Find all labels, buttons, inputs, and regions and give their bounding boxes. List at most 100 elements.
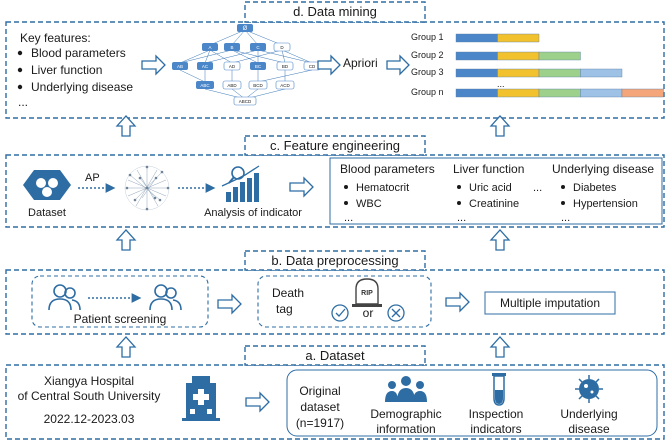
lattice-label: ABCD	[239, 99, 252, 104]
lattice-node	[223, 61, 241, 71]
hospital-building-icon	[182, 376, 220, 421]
lattice-node	[250, 43, 266, 51]
feature-engineering-title-box	[244, 135, 426, 156]
group-bar-segment	[497, 51, 540, 61]
group-bar-segment	[538, 88, 581, 98]
data-preprocessing-title: b. Data preprocessing	[271, 253, 398, 268]
arrow-up-icon	[115, 115, 137, 137]
lattice-label: ABD	[227, 83, 237, 88]
check-circle-icon	[331, 304, 349, 322]
arrow-up-icon	[489, 229, 511, 251]
ap-label: AP	[85, 172, 100, 184]
lattice-label: A	[208, 45, 211, 50]
group-bar-segment	[538, 51, 581, 61]
analysis-label: Analysis of indicator	[204, 207, 302, 219]
group-bar-segment	[538, 68, 581, 78]
category-more: ...	[457, 212, 466, 224]
dataset-hex-icon	[23, 170, 71, 200]
lattice-node	[202, 43, 218, 51]
group-bars	[455, 33, 664, 98]
group-bar-segment	[497, 88, 540, 98]
category-more: ...	[344, 212, 353, 224]
group-bar-segment	[497, 68, 540, 78]
or-label: or	[363, 306, 374, 320]
hospital-line2: of Central South University	[18, 389, 161, 403]
lattice-label: C	[256, 45, 260, 50]
data-preprocessing-title-box	[244, 250, 426, 271]
underlying-line2: disease	[568, 422, 610, 436]
lattice-node	[197, 62, 213, 70]
category-title: Liver function	[453, 162, 524, 176]
lattice-node	[273, 42, 291, 52]
apriori-label: Apriori	[343, 56, 378, 70]
lattice-node	[275, 80, 295, 90]
lattice-node	[224, 43, 240, 51]
patient-screening-label: Patient screening	[74, 312, 167, 326]
group-labels: Group 1 Group 2 Group 3 Group n ...	[411, 32, 505, 97]
original-line2: dataset	[300, 400, 340, 414]
death-tag-line1: Death	[272, 286, 304, 300]
arrow-right-icon	[386, 54, 410, 76]
patient-screening-box	[31, 275, 209, 328]
dataset-title: a. Dataset	[305, 348, 365, 363]
lattice-label: B	[230, 45, 233, 50]
arrow-right-icon	[217, 293, 242, 315]
data-mining-title: d. Data mining	[293, 4, 377, 19]
virus-icon	[575, 375, 603, 403]
arrow-right-icon	[245, 391, 270, 413]
dataset-label: Dataset	[28, 207, 66, 219]
inspection-line2: indicators	[470, 422, 521, 436]
key-feature-item: Underlying disease	[31, 80, 133, 94]
lattice-node	[233, 96, 257, 106]
key-features-title: Key features:	[20, 31, 91, 45]
category-title: Blood parameters	[340, 162, 435, 176]
group-bar-segment	[580, 88, 623, 98]
test-tube-icon	[492, 373, 506, 406]
indicator-categories-box	[329, 157, 663, 225]
underlying-line1: Underlying	[560, 407, 617, 421]
demographic-line1: Demographic	[370, 407, 441, 421]
lattice-node	[237, 24, 253, 32]
demographic-people-icon	[385, 376, 427, 402]
arrow-up-icon	[489, 336, 511, 358]
multiple-imputation-label: Multiple imputation	[500, 296, 600, 310]
cross-circle-icon	[387, 304, 405, 322]
original-line1: Original	[299, 384, 340, 398]
lattice-label: BC	[255, 64, 262, 69]
group-bar-segment	[455, 33, 498, 43]
lattice-label: BCD	[253, 83, 263, 88]
collection-period: 2022.12-2023.03	[44, 412, 135, 426]
category-item: Diabetes	[573, 182, 617, 194]
group-label: Group n	[411, 87, 444, 97]
people-pair-icon	[149, 284, 182, 311]
group-bar-segment	[455, 68, 498, 78]
original-line3: (n=1917)	[296, 416, 344, 430]
lattice-node	[276, 61, 294, 71]
group-bar-segment	[455, 88, 498, 98]
lattice-label: CD	[309, 64, 316, 69]
data-mining-title-box	[244, 1, 426, 23]
key-features-list: Blood parameters Liver function Underlyi…	[17, 46, 133, 109]
categories-between: ...	[533, 182, 542, 194]
key-feature-item: Blood parameters	[31, 46, 126, 60]
original-dataset-box	[286, 369, 658, 437]
key-feature-item: Liver function	[31, 63, 102, 77]
group-label: Group 3	[411, 67, 444, 77]
arrow-right-icon	[317, 54, 341, 76]
arrow-right-icon	[445, 291, 470, 313]
lattice-node	[250, 62, 266, 70]
lattice-node	[196, 81, 214, 89]
network-nodes	[125, 165, 170, 211]
group-bar-segment	[497, 33, 540, 43]
lattice-nodes: Ø A B C D AB AC AD BC BD CD ABC ABD BCD …	[172, 24, 321, 106]
lattice-node	[248, 80, 268, 90]
group-bar-segment	[580, 68, 623, 78]
category-item: Hypertension	[573, 198, 638, 210]
group-label: Group 1	[411, 32, 444, 42]
hospital-line1: Xiangya Hospital	[44, 374, 134, 388]
lattice-label: D	[280, 45, 284, 50]
arrow-up-icon	[115, 229, 137, 251]
lattice-node	[172, 62, 188, 70]
group-bar-segment	[621, 88, 664, 98]
tombstone-icon	[352, 278, 382, 307]
